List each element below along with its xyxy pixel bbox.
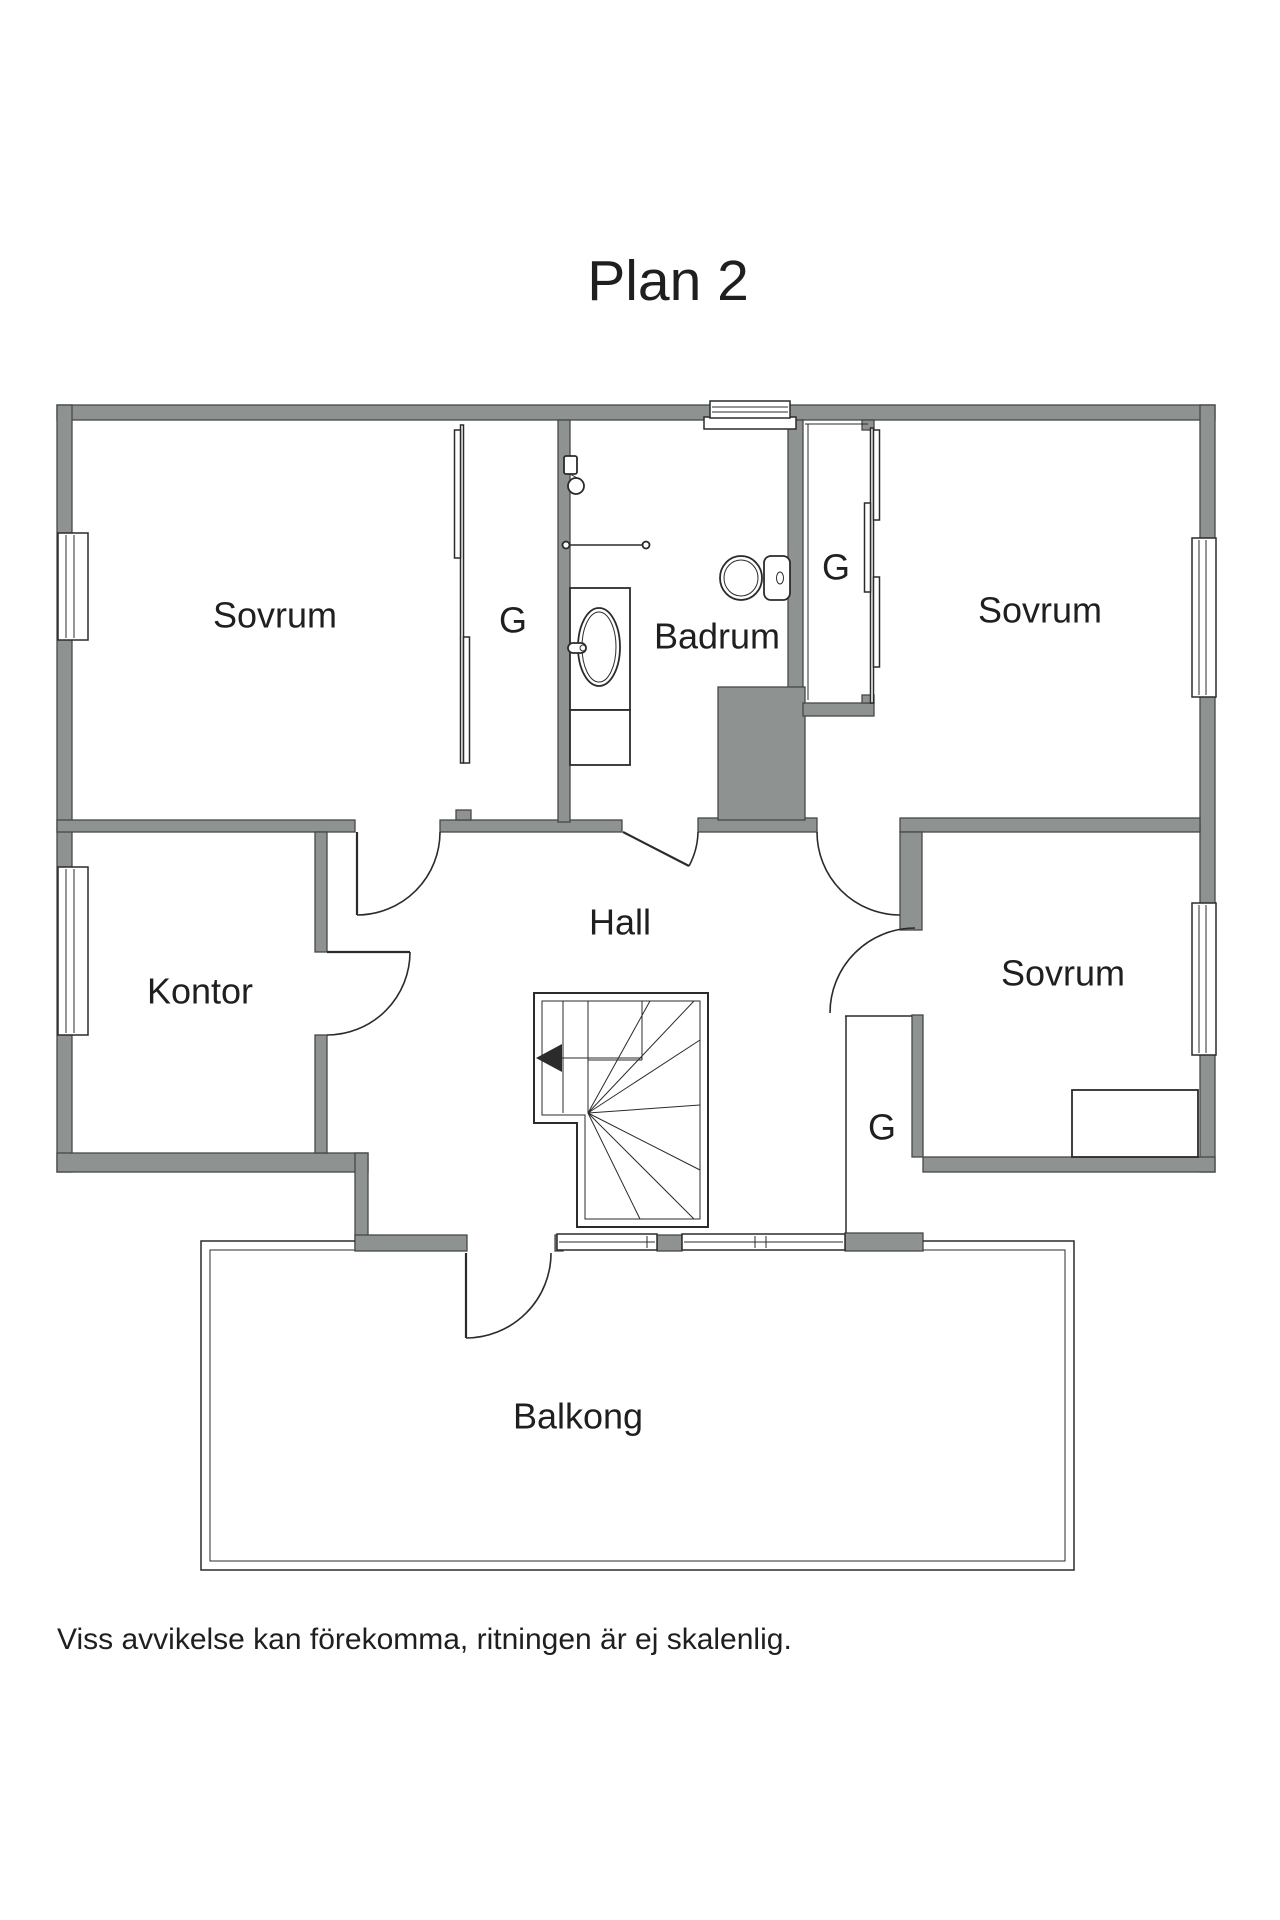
window-bedroom-se	[1191, 902, 1217, 1056]
window-bedroom-nw	[57, 532, 89, 641]
label-bathroom: Badrum	[654, 616, 780, 657]
sink-icon	[567, 587, 631, 711]
balcony-outline	[200, 1240, 1075, 1571]
stairs-direction-arrow-icon	[536, 1044, 562, 1072]
wardrobe-bedroom-se	[1071, 1089, 1199, 1158]
door-balcony	[464, 1252, 552, 1339]
label-hall: Hall	[589, 902, 651, 943]
wardrobe-walls	[453, 423, 912, 1233]
interior-walls	[56, 419, 1201, 1158]
label-office: Kontor	[147, 971, 253, 1012]
toilet-icon	[719, 555, 791, 601]
sliding-wall-closet-ne	[805, 423, 881, 704]
shaft-block	[717, 686, 806, 821]
winder-treads	[587, 1000, 701, 1220]
sliding-wall-closet-nw	[453, 424, 471, 764]
room-labels: Sovrum G Badrum G Sovrum Kontor Hall Sov…	[147, 547, 1125, 1437]
doors	[326, 831, 916, 1339]
door-bedroom-se	[829, 927, 916, 1014]
door-bathroom	[622, 831, 699, 867]
towel-rail-icon	[561, 540, 651, 550]
closet-se-walls	[845, 1015, 912, 1233]
window-office	[57, 866, 89, 1036]
window-bedroom-ne	[1191, 537, 1217, 698]
disclaimer-text: Viss avvikelse kan förekomma, ritningen …	[57, 1623, 792, 1656]
washer-box	[569, 709, 631, 766]
door-bedroom-ne	[816, 831, 901, 916]
label-closet-se: G	[868, 1107, 896, 1148]
bathroom-fixtures	[561, 455, 791, 766]
label-closet-ne: G	[822, 547, 850, 588]
balcony-door-sill-right	[681, 1233, 846, 1251]
windows	[57, 400, 1217, 1251]
label-closet-nw: G	[499, 600, 527, 641]
label-bedroom-ne: Sovrum	[978, 590, 1102, 631]
balcony-door-sill-left	[556, 1233, 658, 1251]
window-bathroom	[703, 400, 797, 430]
door-office	[326, 950, 411, 1036]
door-bedroom-nw	[355, 831, 441, 916]
staircase	[533, 992, 709, 1228]
page-title: Plan 2	[587, 249, 749, 313]
shower-mixer-icon	[563, 455, 585, 495]
label-balcony: Balkong	[513, 1396, 643, 1437]
label-bedroom-se: Sovrum	[1001, 953, 1125, 994]
label-bedroom-nw: Sovrum	[213, 595, 337, 636]
